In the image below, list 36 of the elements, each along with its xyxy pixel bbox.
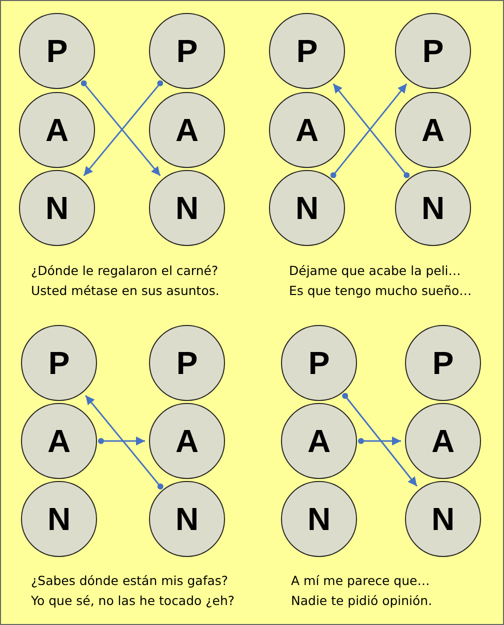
circle-node: P (269, 13, 345, 89)
dialogue-text: Usted métase en sus asuntos. (31, 283, 220, 298)
circle-node: A (405, 403, 481, 479)
arrow (98, 436, 145, 446)
circle-node: P (21, 325, 97, 401)
circle-node: N (19, 170, 95, 246)
circle-node: N (21, 481, 97, 557)
circle-node: N (405, 481, 481, 557)
circle-node: N (395, 170, 471, 246)
circle-node: A (395, 92, 471, 168)
circle-node: N (149, 481, 225, 557)
circle-node: P (281, 325, 357, 401)
dialogue-text: Es que tengo mucho sueño… (289, 283, 472, 298)
dialogue-text: ¿Sabes dónde están mis gafas? (31, 573, 228, 588)
circle-node: N (269, 170, 345, 246)
circle-node: P (19, 13, 95, 89)
circle-node: N (149, 170, 225, 246)
dialogue-text: Déjame que acabe la peli… (289, 263, 461, 278)
circle-node: N (281, 481, 357, 557)
circle-node: P (395, 13, 471, 89)
circle-node: P (405, 325, 481, 401)
dialogue-text: ¿Dónde le regalaron el carné? (31, 263, 218, 278)
circle-node: A (149, 92, 225, 168)
circle-node: P (149, 13, 225, 89)
circle-node: A (19, 92, 95, 168)
circle-node: A (149, 403, 225, 479)
arrow (358, 436, 401, 446)
dialogue-text: Yo que sé, no las he tocado ¿eh? (31, 593, 235, 608)
dialogue-text: A mí me parece que… (291, 573, 430, 588)
circle-node: A (269, 92, 345, 168)
circle-node: P (149, 325, 225, 401)
arrow (342, 392, 418, 487)
circle-node: A (21, 403, 97, 479)
circle-node: A (281, 403, 357, 479)
arrow (85, 395, 164, 490)
dialogue-text: Nadie te pidió opinión. (291, 593, 432, 608)
